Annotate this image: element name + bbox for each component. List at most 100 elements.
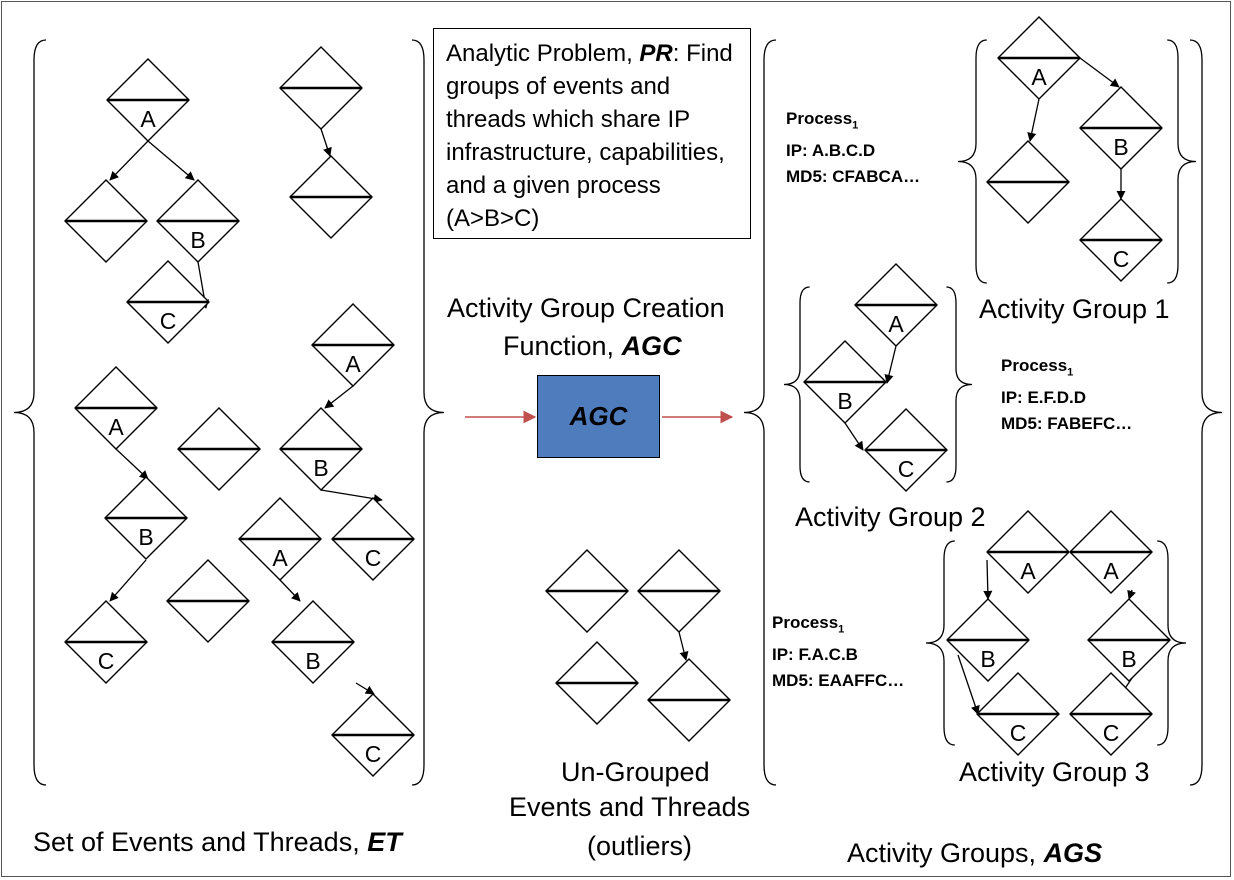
- diamond-label: C: [365, 741, 382, 767]
- diamond-et-b1: B: [156, 179, 240, 263]
- diamond-et-c1: C: [126, 260, 210, 344]
- diamond-et-b2: B: [104, 476, 188, 560]
- group-1-process-info: Process1 IP: A.B.C.D MD5: CFABCA…: [786, 106, 920, 190]
- diamond-label: C: [898, 456, 915, 482]
- diamond-g2-a: A: [854, 263, 938, 347]
- group-3-ip: IP: F.A.C.B: [772, 645, 858, 665]
- diamond-et-c3: C: [331, 497, 415, 581]
- diamond-label: A: [108, 414, 124, 440]
- diamond-label: C: [1113, 246, 1130, 272]
- diamond-et-a3: A: [311, 303, 395, 387]
- group-2-process: Process1: [1001, 356, 1074, 379]
- problem-prefix: Analytic Problem,: [446, 40, 640, 67]
- ags-caption-prefix: Activity Groups,: [847, 838, 1044, 868]
- group-2-ip: IP: E.F.D.D: [1001, 388, 1087, 408]
- diamond-et-c4: C: [331, 693, 415, 777]
- problem-suffix: :: [672, 40, 680, 67]
- connector-arrow: [320, 128, 332, 157]
- diamond-et-b3: B: [279, 407, 363, 491]
- diamond-label: A: [888, 311, 904, 337]
- group-3-process: Process1: [772, 613, 845, 636]
- diamond-g1-a: A: [997, 16, 1081, 100]
- agc-title-line1: Activity Group Creation: [447, 293, 725, 323]
- connector-arrow: [678, 631, 689, 661]
- diamond-et-a1: A: [106, 58, 190, 142]
- group-3-process-info: Process1 IP: F.A.C.B MD5: EAAFFC…: [772, 610, 904, 694]
- connector-arrow: [109, 559, 147, 602]
- connector-arrow: [957, 654, 980, 715]
- connector-arrow: [884, 345, 897, 384]
- diamond-g3-b1: B: [946, 598, 1030, 682]
- group-1-title: Activity Group 1: [979, 294, 1170, 324]
- diamond-g3-c2: C: [1069, 672, 1153, 756]
- diamond-ug-3: [555, 641, 639, 725]
- group-3-md5: MD5: EAAFFC…: [772, 671, 905, 691]
- agc-title-prefix: Function,: [503, 331, 622, 361]
- diamond-et-d1: [64, 179, 148, 263]
- diamond-label: A: [1020, 558, 1036, 584]
- diamond-et-top-right-2: [289, 155, 373, 239]
- ags-caption-emph: AGS: [1043, 838, 1103, 868]
- connector-arrow: [115, 448, 149, 480]
- diamond-label: B: [305, 648, 320, 674]
- brace-g3-right: [1157, 540, 1187, 746]
- diamond-et-top-right-1: [279, 46, 363, 130]
- diamond-et-blank-2: [166, 559, 250, 643]
- connector-arrow: [147, 140, 195, 181]
- diamond-ug-4: [647, 658, 731, 742]
- diamond-g3-c1: C: [976, 672, 1060, 756]
- diamond-label: A: [140, 106, 156, 132]
- diamond-label: C: [160, 308, 177, 334]
- diamond-label: B: [980, 646, 995, 672]
- connector-arrow: [983, 559, 993, 600]
- group-3-title: Activity Group 3: [959, 757, 1150, 787]
- diamond-et-a2: A: [74, 366, 158, 450]
- agc-title-emph: AGC: [621, 331, 682, 361]
- diamond-label: B: [190, 227, 205, 253]
- diamond-et-blank-1: [177, 407, 261, 491]
- ungrouped-caption-line1: Un-Grouped: [561, 757, 710, 787]
- ungrouped-caption-line2: Events and Threads: [509, 792, 751, 822]
- agc-box-label: AGC: [569, 401, 628, 431]
- brace-g1-right: [1167, 39, 1197, 284]
- brace-et-left: [13, 39, 47, 786]
- connector-arrow: [1127, 589, 1136, 600]
- problem-emph: PR: [639, 40, 673, 67]
- diamond-label: A: [1031, 64, 1047, 90]
- problem-body: Find groups of events and threads which …: [446, 40, 733, 232]
- diamond-ug-2: [637, 549, 721, 633]
- diamond-et-b4: B: [271, 600, 355, 684]
- agc-function-box: AGC: [537, 375, 660, 458]
- diamond-label: C: [98, 648, 115, 674]
- et-caption: Set of Events and Threads, ET: [33, 827, 402, 858]
- diamond-label: C: [1103, 720, 1120, 746]
- brace-g3-left: [925, 540, 955, 746]
- brace-ags-left: [743, 39, 777, 786]
- diamond-g2-b: B: [803, 340, 887, 424]
- diamond-label: A: [1103, 558, 1119, 584]
- brace-g1-left: [957, 39, 987, 284]
- et-caption-prefix: Set of Events and Threads,: [33, 827, 368, 857]
- diamond-g1-c: C: [1079, 198, 1163, 282]
- diamond-label: B: [313, 455, 328, 481]
- diamond-ug-1: [545, 549, 629, 633]
- diamond-g3-a1: A: [986, 510, 1070, 594]
- diamond-label: A: [345, 351, 361, 377]
- diamond-g1-blank: [986, 140, 1070, 224]
- diamond-g1-b: B: [1079, 86, 1163, 170]
- diamond-label: B: [138, 524, 153, 550]
- brace-g2-left: [783, 286, 810, 483]
- agc-title-line2: Function, AGC: [503, 331, 682, 362]
- group-2-process-info: Process1 IP: E.F.D.D MD5: FABEFC…: [1001, 353, 1132, 437]
- diamond-label: B: [1113, 134, 1128, 160]
- brace-ags-right: [1189, 39, 1223, 786]
- connector-arrow: [279, 579, 301, 602]
- diamond-g2-c: C: [864, 408, 948, 492]
- connector-arrow: [1079, 57, 1120, 88]
- group-1-md5: MD5: CFABCA…: [786, 167, 921, 187]
- diamond-et-a4: A: [238, 497, 322, 581]
- analytic-problem-text: Analytic Problem, PR: Find groups of eve…: [446, 37, 746, 235]
